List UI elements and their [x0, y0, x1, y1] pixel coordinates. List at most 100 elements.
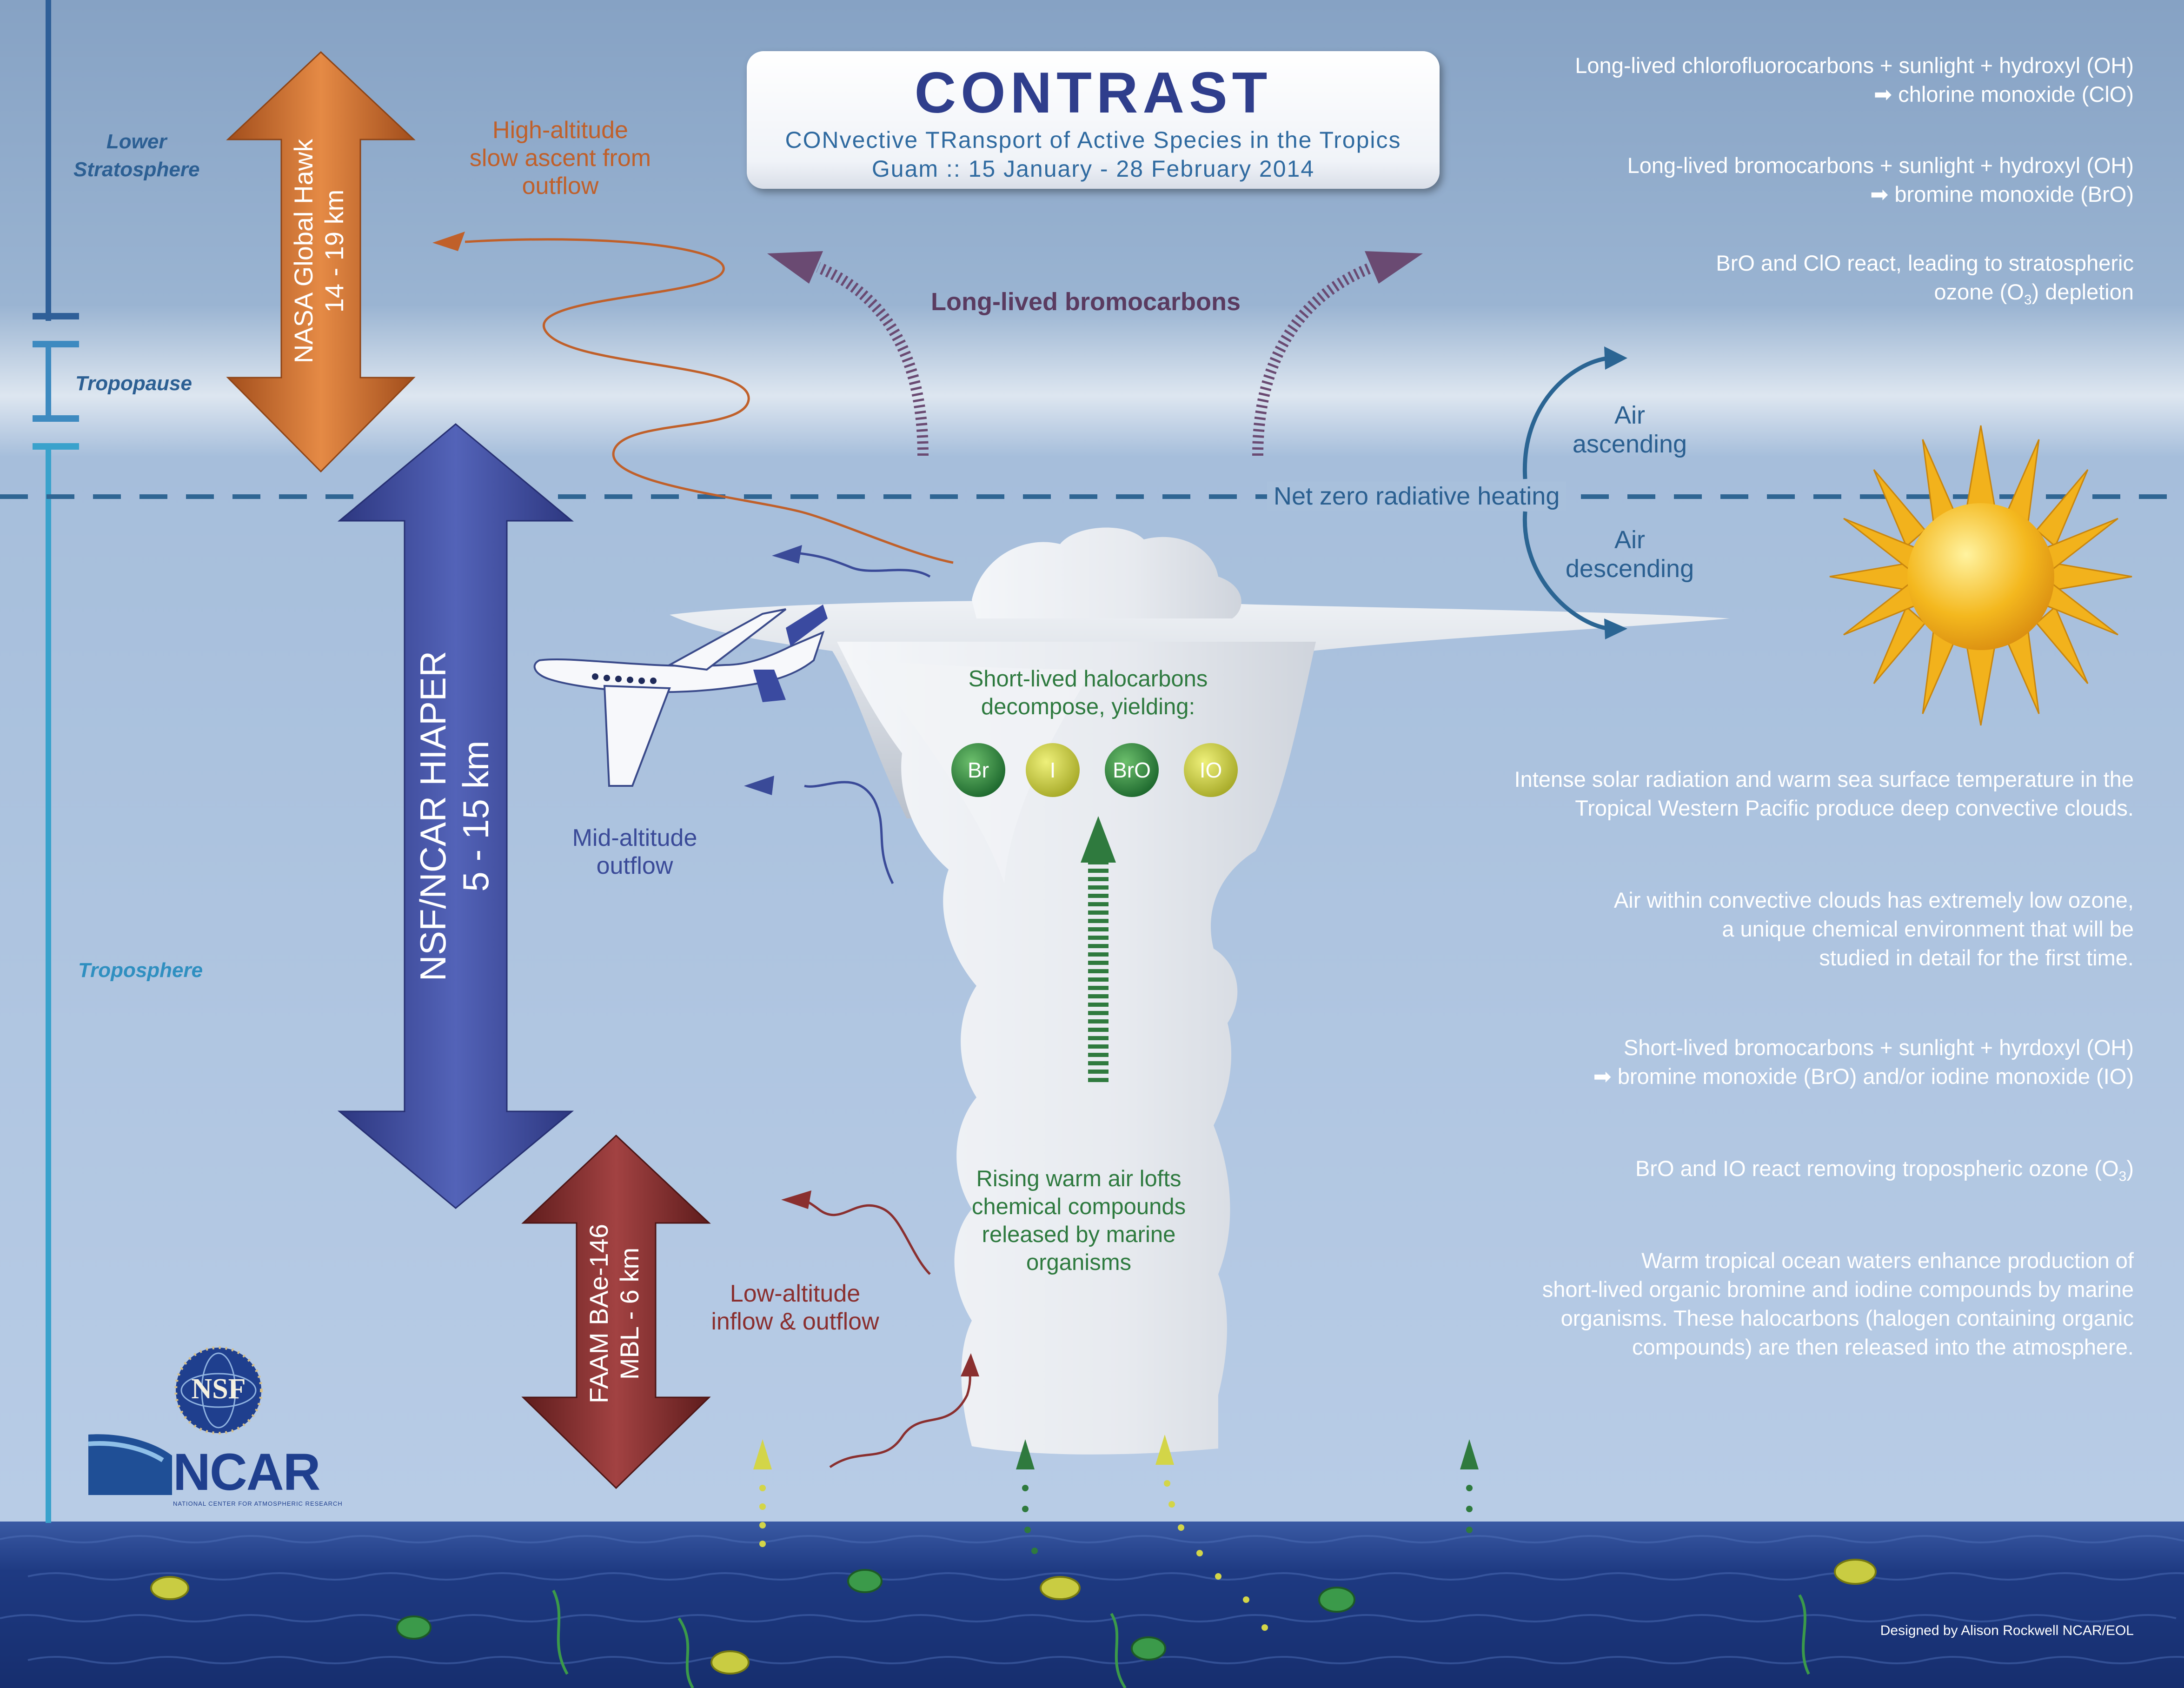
mid-altitude-line-1: Mid-altitude [572, 824, 697, 851]
species-io: IO [1184, 743, 1238, 797]
note-ocean-line-1: Warm tropical ocean waters enhance produ… [1641, 1248, 2134, 1273]
note-low-ozone-line-2: a unique chemical environment that will … [1722, 917, 2134, 941]
ocean-emission-arrows [753, 1435, 1479, 1631]
note-short-lived-line-1: Short-lived bromocarbons + sunlight + hy… [1623, 1035, 2134, 1060]
hiaper-arrow [337, 423, 574, 1209]
note-low-ozone-line-3: studied in detail for the first time. [1819, 945, 2134, 970]
note-ocean: Warm tropical ocean waters enhance produ… [1542, 1246, 2134, 1362]
note-short-lived-product: bromine monoxide (BrO) and/or iodine mon… [1617, 1064, 2134, 1089]
decompose-label: Short-lived halocarbons decompose, yield… [939, 665, 1237, 721]
mid-altitude-lower-arrowhead [744, 776, 774, 795]
rising-line-2: chemical compounds [971, 1194, 1186, 1219]
lower-stratosphere-line-2: Stratosphere [73, 158, 200, 181]
faam-label: FAAM BAe-146 MBL - 6 km [584, 1186, 649, 1442]
long-lived-arrowhead-left [767, 251, 823, 284]
rising-label: Rising warm air lofts chemical compounds… [935, 1165, 1223, 1276]
ncar-logo-swoosh-light [88, 1441, 164, 1462]
ncar-logo-text: NCAR [173, 1443, 321, 1501]
title-subtitle: CONvective TRansport of Active Species i… [785, 127, 1401, 153]
note-cfc-product: chlorine monoxide (ClO) [1898, 82, 2134, 106]
air-ascending-line-1: Air [1614, 401, 1645, 429]
altitude-ruler [33, 0, 79, 1523]
mid-altitude-label: Mid-altitude outflow [563, 824, 707, 880]
decompose-line-1: Short-lived halocarbons [968, 666, 1208, 691]
note-bro-clo-line-1: BrO and ClO react, leading to stratosphe… [1716, 251, 2134, 275]
air-ascending-line-2: ascending [1572, 430, 1687, 458]
global-hawk-arrow [226, 51, 416, 473]
note-bromocarbons-product: bromine monoxide (BrO) [1894, 182, 2134, 206]
note-cfc-line-1: Long-lived chlorofluorocarbons + sunligh… [1575, 53, 2134, 78]
note-cfc-arrow-icon: ➡︎ [1873, 82, 1899, 106]
long-lived-label: Long-lived bromocarbons [931, 288, 1241, 316]
air-ascending-arrowhead [1604, 346, 1627, 370]
low-altitude-line-1: Low-altitude [730, 1280, 861, 1307]
mid-altitude-lower-path [804, 781, 894, 884]
rising-line-1: Rising warm air lofts [976, 1166, 1182, 1191]
net-zero-label: Net zero radiative heating [1267, 482, 1567, 511]
title-dates: Guam :: 15 January - 28 February 2014 [871, 156, 1315, 182]
marine-organisms [150, 1559, 1877, 1688]
note-low-ozone-line-1: Air within convective clouds has extreme… [1613, 888, 2134, 912]
note-bromocarbons-line-1: Long-lived bromocarbons + sunlight + hyd… [1627, 153, 2134, 178]
hiaper-label: NSF/NCAR HIAPER 5 - 15 km [412, 584, 500, 1049]
mid-altitude-upper-path [799, 552, 931, 578]
faam-arrow [521, 1134, 711, 1489]
air-descending-arrowhead [1604, 618, 1627, 639]
note-ocean-line-3: organisms. These halocarbons (halogen co… [1560, 1306, 2134, 1330]
tropopause-label: Tropopause [75, 372, 193, 395]
air-descending-arrow [1522, 511, 1609, 631]
ncar-logo-subtitle: NATIONAL CENTER FOR ATMOSPHERIC RESEARCH [173, 1500, 343, 1507]
species-i: I [1026, 743, 1080, 797]
air-descending-line-2: descending [1565, 555, 1694, 583]
high-altitude-line-2: slow ascent from [469, 145, 651, 172]
note-solar-line-2: Tropical Western Pacific produce deep co… [1575, 796, 2134, 820]
note-bro-clo: BrO and ClO react, leading to stratosphe… [1716, 249, 2134, 314]
faam-range: MBL - 6 km [615, 1247, 644, 1380]
nsf-logo-graphic [174, 1346, 263, 1435]
rising-line-4: organisms [1026, 1250, 1132, 1275]
hiaper-name: NSF/NCAR HIAPER [412, 651, 453, 982]
faam-name: FAAM BAe-146 [584, 1224, 613, 1403]
designer-credit: Designed by Alison Rockwell NCAR/EOL [1880, 1623, 2134, 1638]
low-altitude-label: Low-altitude inflow & outflow [693, 1280, 897, 1336]
low-altitude-lower-path [829, 1367, 971, 1469]
note-bro-clo-sub: 3 [2024, 292, 2032, 308]
low-altitude-upper-arrowhead [781, 1190, 811, 1209]
note-bromocarbons-line-2: ➡︎ bromine monoxide (BrO) [1627, 180, 2134, 209]
note-low-ozone: Air within convective clouds has extreme… [1614, 886, 2134, 972]
sun [1829, 425, 2132, 726]
lower-stratosphere-line-1: Lower [106, 130, 167, 153]
rising-air-arrow [1081, 816, 1116, 1083]
ncar-logo-swoosh [88, 1434, 172, 1495]
note-cfc-line-2: ➡︎ chlorine monoxide (ClO) [1575, 80, 2134, 109]
note-short-lived: Short-lived bromocarbons + sunlight + hy… [1593, 1033, 2134, 1091]
air-descending-label: Air descending [1548, 525, 1711, 583]
hiaper-range: 5 - 15 km [455, 740, 496, 892]
rising-line-3: released by marine [982, 1222, 1176, 1247]
note-ocean-line-4: compounds) are then released into the at… [1632, 1335, 2134, 1359]
low-altitude-line-2: inflow & outflow [711, 1308, 879, 1335]
long-lived-arrowhead-right [1365, 251, 1423, 284]
high-altitude-label: High-altitude slow ascent from outflow [458, 116, 663, 200]
global-hawk-label: NASA Global Hawk 14 - 19 km [288, 112, 353, 391]
title-main: CONTRAST [914, 61, 1272, 125]
note-bromocarbons-arrow-icon: ➡︎ [1870, 182, 1895, 206]
global-hawk-range: 14 - 19 km [319, 189, 349, 313]
global-hawk-name: NASA Global Hawk [289, 139, 318, 364]
note-ocean-line-2: short-lived organic bromine and iodine c… [1542, 1277, 2134, 1302]
high-altitude-arrowhead [432, 232, 465, 251]
high-altitude-line-1: High-altitude [492, 117, 628, 144]
note-solar-line-1: Intense solar radiation and warm sea sur… [1514, 767, 2134, 791]
mid-altitude-upper-arrowhead [772, 545, 802, 564]
decompose-line-2: decompose, yielding: [981, 694, 1195, 719]
note-bro-clo-text: ozone (O [1934, 279, 2024, 304]
title-box: CONTRAST CONvective TRansport of Active … [747, 51, 1440, 189]
lower-stratosphere-label: Lower Stratosphere [73, 128, 199, 184]
note-bromocarbons: Long-lived bromocarbons + sunlight + hyd… [1627, 151, 2134, 209]
air-ascending-label: Air ascending [1548, 401, 1711, 459]
note-bro-clo-line-2: ozone (O3) depletion [1716, 278, 2134, 314]
mid-altitude-line-2: outflow [596, 852, 673, 879]
note-bro-clo-end: ) depletion [2031, 279, 2134, 304]
